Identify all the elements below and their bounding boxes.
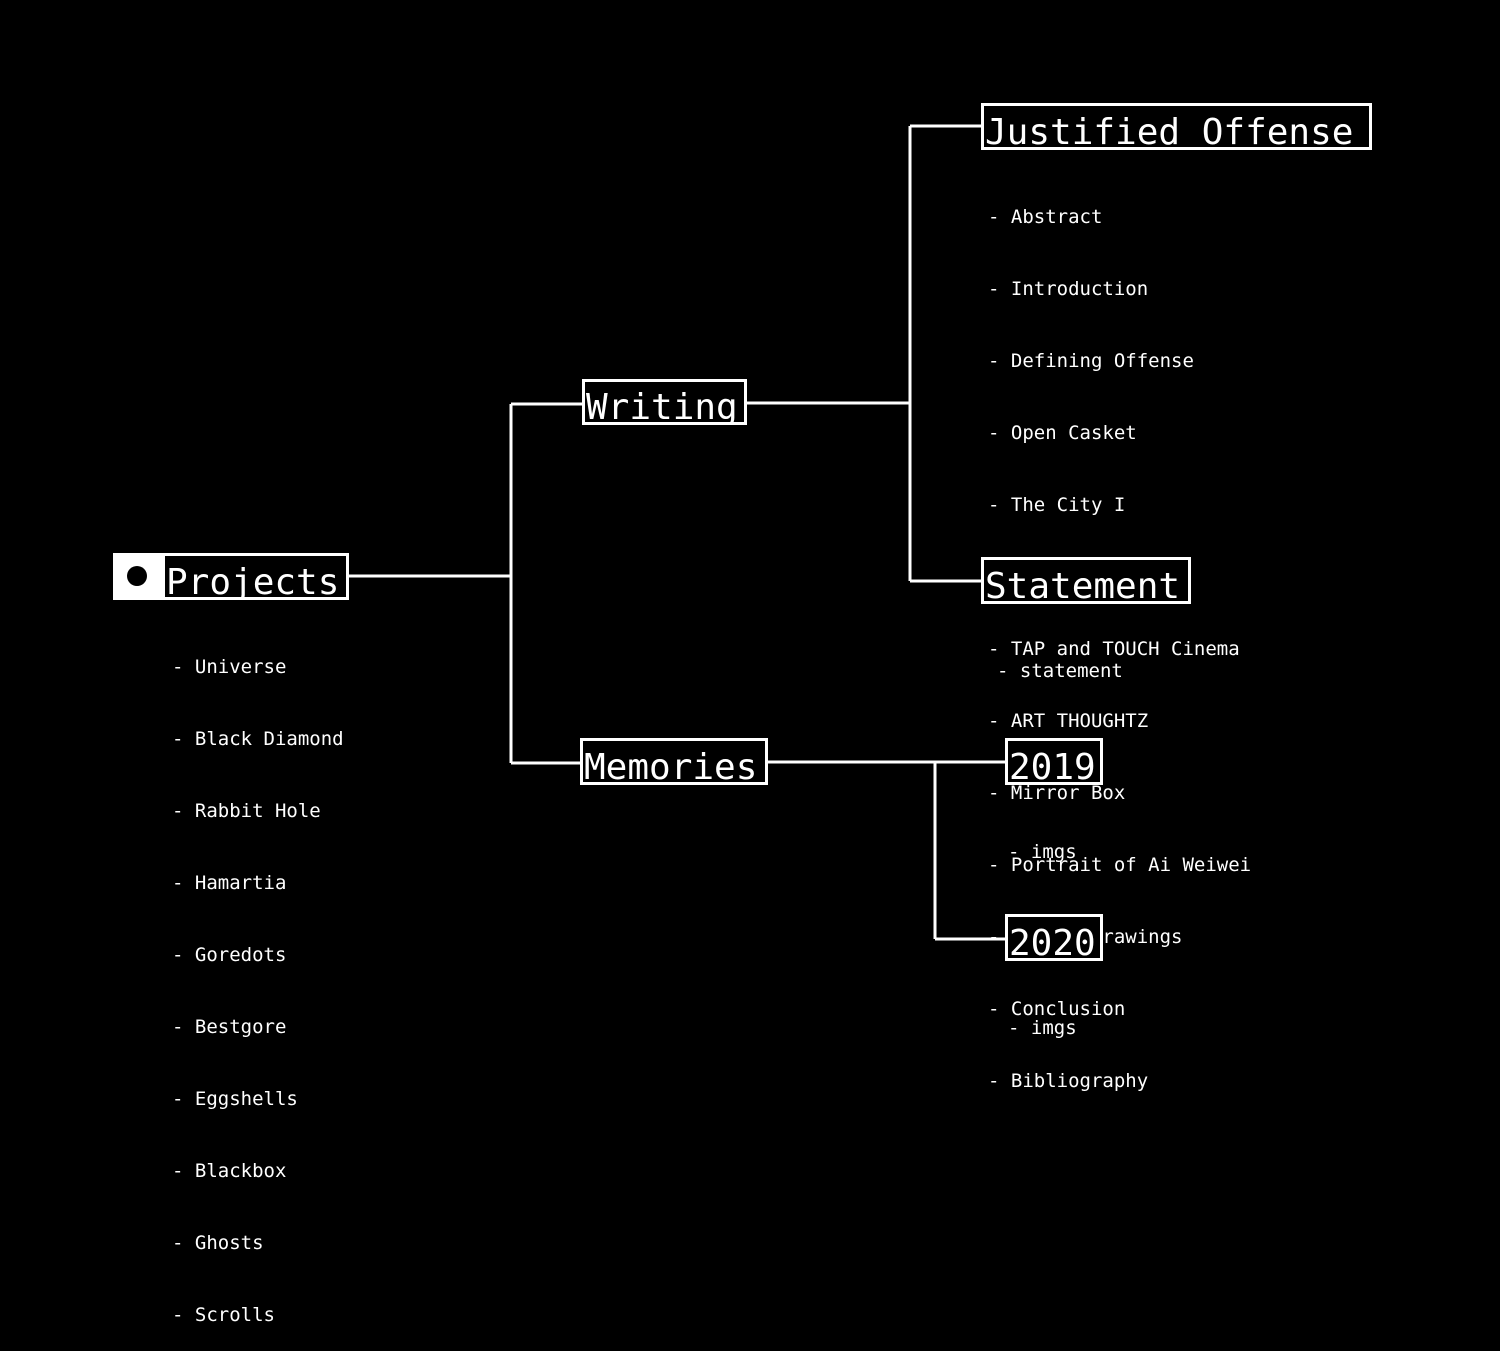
list-item[interactable]: - Open Casket xyxy=(988,422,1137,444)
node-2020-label: 2020 xyxy=(1009,923,1096,961)
list-item[interactable]: - Universe xyxy=(172,656,287,678)
list-item[interactable]: - Black Diamond xyxy=(172,728,344,750)
list-item[interactable]: - Hamartia xyxy=(172,872,287,894)
node-writing[interactable]: Writing xyxy=(582,379,747,425)
node-projects[interactable]: Projects xyxy=(162,553,349,600)
node-2020[interactable]: 2020 xyxy=(1005,914,1103,961)
bullet-dot-icon xyxy=(127,566,147,586)
projects-list: - Universe - Black Diamond - Rabbit Hole… xyxy=(172,607,344,1351)
node-projects-label: Projects xyxy=(166,562,340,600)
list-item[interactable]: - Eggshells xyxy=(172,1088,298,1110)
list-item[interactable]: - The City I xyxy=(988,494,1126,516)
node-memories-label: Memories xyxy=(584,747,758,785)
node-memories[interactable]: Memories xyxy=(580,738,768,785)
list-item[interactable]: - imgs xyxy=(1008,1017,1077,1039)
2020-list: - imgs xyxy=(1008,968,1077,1064)
list-item[interactable]: - Introduction xyxy=(988,278,1149,300)
list-item[interactable]: - Abstract xyxy=(988,206,1103,228)
node-writing-label: Writing xyxy=(586,387,738,425)
node-statement-label: Statement xyxy=(985,566,1181,604)
list-item[interactable]: - TAP and TOUCH Cinema xyxy=(988,638,1240,660)
node-justified-offense[interactable]: Justified Offense xyxy=(981,103,1372,150)
list-item[interactable]: - Conclusion xyxy=(988,998,1126,1020)
list-item[interactable]: - Rabbit Hole xyxy=(172,800,321,822)
list-item[interactable]: - ART THOUGHTZ xyxy=(988,710,1149,732)
projects-bullet xyxy=(113,553,165,600)
list-item[interactable]: - Blackbox xyxy=(172,1160,287,1182)
2019-list: - imgs xyxy=(1008,792,1077,888)
list-item[interactable]: - Mirror Box xyxy=(988,782,1126,804)
list-item[interactable]: - Goredots xyxy=(172,944,287,966)
list-item[interactable]: - statement xyxy=(997,660,1123,682)
list-item[interactable]: - Bibliography xyxy=(988,1070,1149,1092)
list-item[interactable]: - imgs xyxy=(1008,841,1077,863)
list-item[interactable]: - Portrait of Ai Weiwei xyxy=(988,854,1252,876)
node-2019[interactable]: 2019 xyxy=(1005,738,1103,785)
tree-connectors xyxy=(348,124,1006,941)
list-item[interactable]: - Defining Offense xyxy=(988,350,1194,372)
node-statement[interactable]: Statement xyxy=(981,557,1191,604)
list-item[interactable]: - Ghosts xyxy=(172,1232,264,1254)
list-item[interactable]: - Scrolls xyxy=(172,1304,275,1326)
list-item[interactable]: - Bestgore xyxy=(172,1016,287,1038)
node-2019-label: 2019 xyxy=(1009,747,1096,785)
statement-list: - statement xyxy=(997,611,1123,707)
node-justified-offense-label: Justified Offense xyxy=(985,112,1354,150)
